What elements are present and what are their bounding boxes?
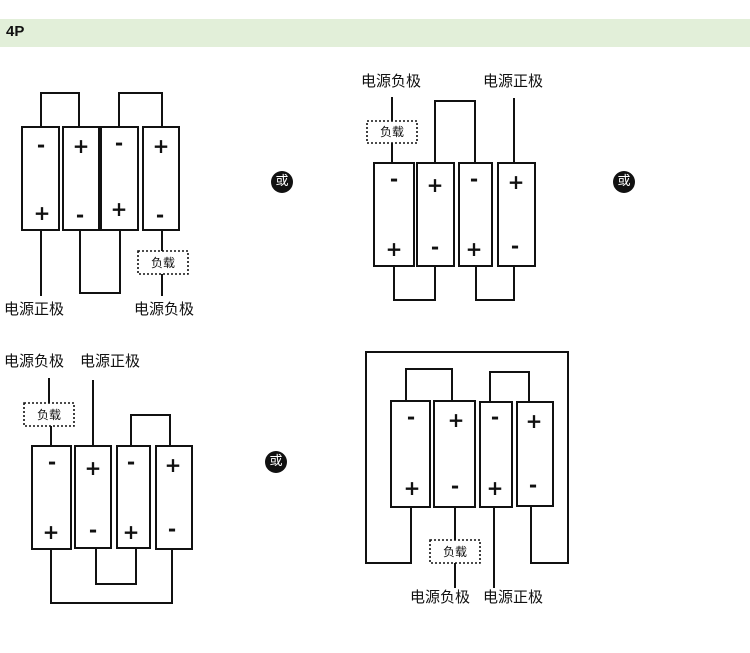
positive-terminal-label: 电源正极 <box>483 72 543 90</box>
terminal-symbol: + <box>526 409 543 433</box>
terminal-symbol: - <box>127 450 135 474</box>
terminal-symbol: + <box>386 237 403 261</box>
diagram-4: - + - + + - + - 负载 电源负极 电源正极 <box>365 351 569 606</box>
battery <box>390 400 431 508</box>
battery <box>74 445 112 549</box>
battery <box>31 445 72 550</box>
diagram-1: - + - + + - + - 负载 电源正极 电源负极 <box>4 92 194 318</box>
terminal-symbol: + <box>73 134 90 158</box>
terminal-symbol: + <box>111 197 128 221</box>
terminal-symbol: - <box>407 405 415 429</box>
terminal-symbol: - <box>491 405 499 429</box>
terminal-symbol: + <box>508 170 525 194</box>
terminal-symbol: + <box>85 456 102 480</box>
terminal-symbol: - <box>431 235 439 259</box>
terminal-symbol: + <box>34 201 51 225</box>
terminal-symbol: - <box>529 473 537 497</box>
wire <box>40 92 80 127</box>
terminal-symbol: + <box>404 476 421 500</box>
negative-terminal-label: 电源负极 <box>361 72 421 90</box>
terminal-symbol: + <box>153 134 170 158</box>
battery <box>497 162 536 267</box>
wire <box>405 368 453 401</box>
wire <box>79 230 121 294</box>
terminal-symbol: - <box>89 518 97 542</box>
battery <box>116 445 151 549</box>
terminal-symbol: - <box>48 450 56 474</box>
diagram-3: - + - + + - + - 负载 电源负极 电源正极 <box>4 352 193 604</box>
terminal-symbol: + <box>448 408 465 432</box>
battery <box>62 126 100 231</box>
battery <box>433 400 476 508</box>
load-label: 负载 <box>151 256 175 270</box>
negative-terminal-label: 电源负极 <box>4 352 64 370</box>
load-label: 负载 <box>380 125 404 139</box>
terminal-symbol: - <box>37 133 45 157</box>
wire <box>130 414 171 446</box>
section-header: 4P <box>0 19 750 47</box>
positive-terminal-label: 电源正极 <box>4 300 64 318</box>
diagram-2: - + - + + - + - 负载 电源负极 电源正极 <box>361 72 543 301</box>
battery <box>458 162 493 267</box>
battery <box>100 126 139 231</box>
or-badge: 或 <box>613 171 635 193</box>
load-box <box>137 250 189 275</box>
load-box <box>366 120 418 144</box>
load-box <box>23 402 75 427</box>
battery <box>516 401 554 507</box>
terminal-symbol: + <box>466 237 483 261</box>
wire <box>95 548 137 585</box>
battery <box>21 126 60 231</box>
terminal-symbol: + <box>427 173 444 197</box>
load-box <box>429 539 481 564</box>
wire <box>434 100 476 163</box>
terminal-symbol: + <box>487 476 504 500</box>
or-badge: 或 <box>265 451 287 473</box>
battery <box>479 401 513 508</box>
wire <box>475 266 515 301</box>
negative-terminal-label: 电源负极 <box>410 588 470 606</box>
or-badge: 或 <box>271 171 293 193</box>
terminal-symbol: - <box>390 167 398 191</box>
wire <box>489 371 530 401</box>
terminal-symbol: + <box>123 520 140 544</box>
battery <box>373 162 415 267</box>
battery <box>155 445 193 550</box>
terminal-symbol: - <box>76 203 84 227</box>
battery <box>142 126 180 231</box>
wire <box>118 92 163 127</box>
wire <box>50 548 173 604</box>
section-title: 4P <box>6 23 25 40</box>
wire <box>365 351 569 564</box>
terminal-symbol: - <box>168 517 176 541</box>
wire <box>393 266 436 301</box>
terminal-symbol: - <box>115 131 123 155</box>
negative-terminal-label: 电源负极 <box>134 300 194 318</box>
positive-terminal-label: 电源正极 <box>483 588 543 606</box>
battery <box>416 162 455 267</box>
terminal-symbol: + <box>165 453 182 477</box>
terminal-symbol: - <box>511 234 519 258</box>
load-label: 负载 <box>37 408 61 422</box>
terminal-symbol: + <box>43 520 60 544</box>
positive-terminal-label: 电源正极 <box>80 352 140 370</box>
terminal-symbol: - <box>451 474 459 498</box>
terminal-symbol: - <box>470 167 478 191</box>
load-label: 负载 <box>443 545 467 559</box>
terminal-symbol: - <box>156 203 164 227</box>
